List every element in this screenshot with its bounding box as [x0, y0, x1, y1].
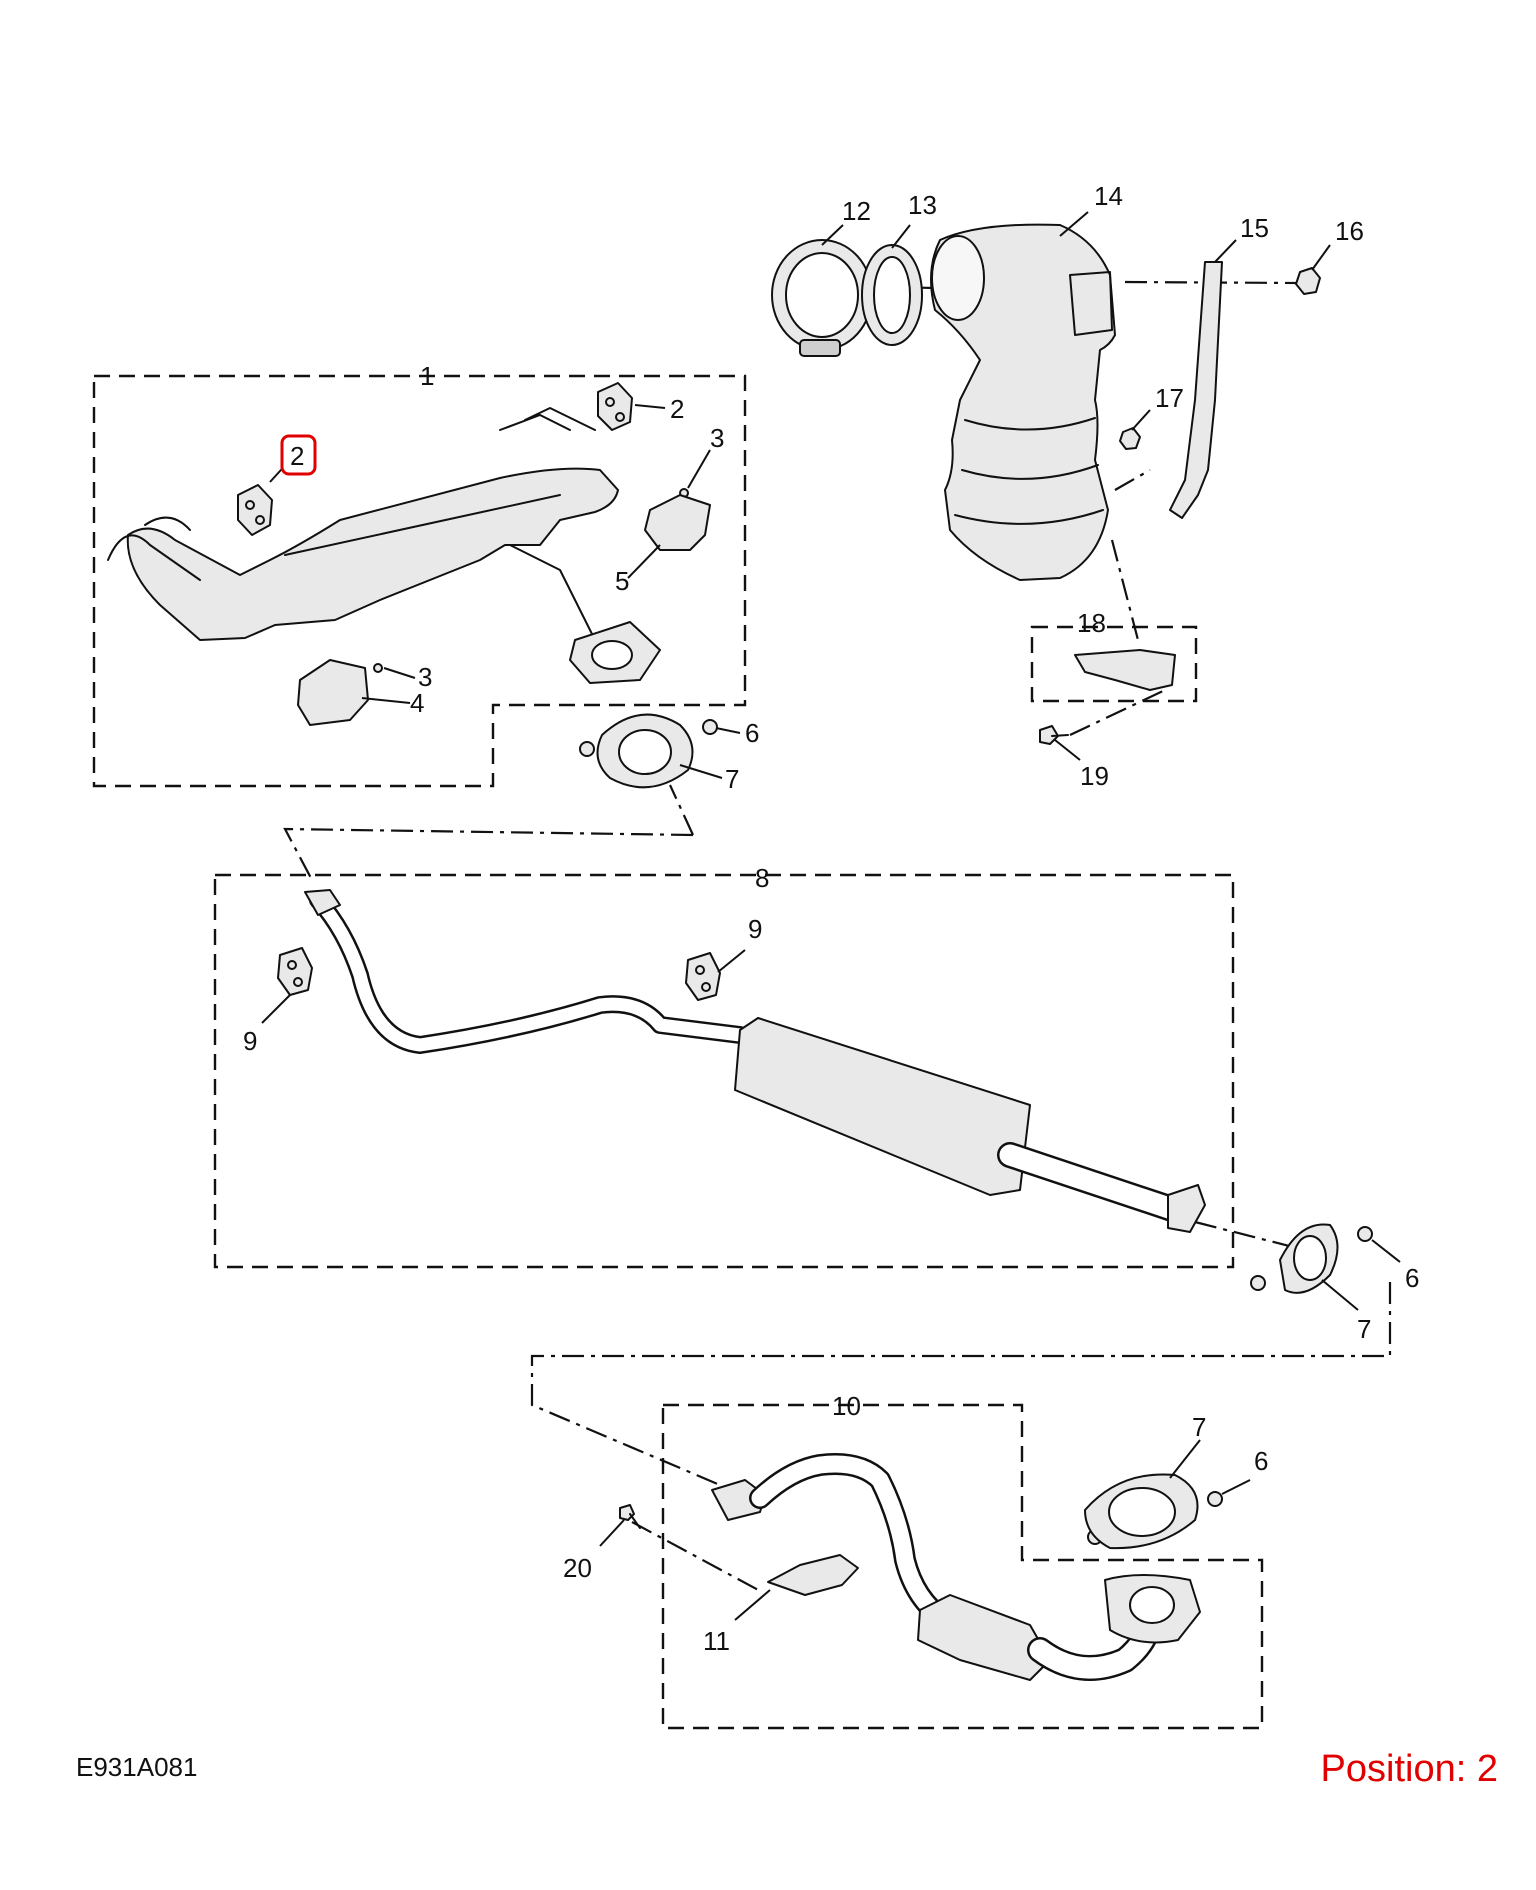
nut-6-d	[1250, 1275, 1266, 1291]
bolt-19	[1039, 725, 1069, 745]
group-box-bracket	[1030, 625, 1198, 703]
callout-12: 12	[842, 196, 871, 226]
rubber-mount-2-left	[237, 484, 273, 536]
callout-2-highlighted[interactable]: 2	[290, 441, 304, 471]
position-label: Position: 2	[1320, 1748, 1498, 1790]
callout-8: 8	[755, 863, 769, 893]
group-box-front-pipe	[661, 1403, 1264, 1730]
nut-6-a	[579, 741, 595, 757]
callout-4: 4	[410, 688, 424, 718]
callout-20: 20	[563, 1553, 592, 1583]
connection-line-bracket	[1069, 469, 1166, 736]
rear-muffler-1	[107, 407, 661, 684]
gasket-7-c	[1084, 1473, 1199, 1550]
leader-lines	[261, 211, 1401, 1621]
callout-6-b: 6	[1405, 1263, 1419, 1293]
callout-9-left: 9	[243, 1026, 257, 1056]
bolt-20	[619, 1504, 641, 1529]
nut-16	[1295, 267, 1321, 295]
rubber-mount-2-right	[597, 382, 633, 431]
support-bracket-15	[1169, 261, 1223, 519]
connection-line-pipe-to-front	[530, 1282, 1392, 1487]
connection-line-bolt-20	[631, 1521, 763, 1593]
callout-5: 5	[615, 566, 629, 596]
mounting-bracket-18	[1074, 649, 1176, 691]
callout-14: 14	[1094, 181, 1123, 211]
callout-11: 11	[703, 1626, 730, 1656]
intermediate-pipe-8	[304, 889, 1206, 1233]
group-box-rear-muffler	[92, 374, 747, 788]
nut-6-b	[702, 719, 718, 735]
connection-line-muffler-to-pipe	[283, 784, 694, 881]
callout-2: 2	[670, 394, 684, 424]
clamp-12	[771, 239, 873, 357]
nut-6-c	[1357, 1226, 1373, 1242]
screw-3-lower	[373, 663, 383, 673]
nut-6-e	[1207, 1491, 1223, 1507]
callout-3-lower: 3	[418, 662, 432, 692]
callout-7-c: 7	[1192, 1412, 1206, 1442]
front-pipe-10	[711, 1453, 1201, 1681]
valve-actuator-5	[644, 494, 711, 551]
gasket-13	[861, 244, 923, 346]
connection-line-flange	[1194, 1220, 1306, 1252]
catalytic-converter-14	[930, 223, 1116, 581]
callout-16: 16	[1335, 216, 1364, 246]
callout-7-a: 7	[725, 764, 739, 794]
highlight-box-2	[280, 434, 317, 476]
rubber-mount-9-left	[277, 947, 313, 996]
callout-6-a: 6	[745, 718, 759, 748]
callout-9-right: 9	[748, 914, 762, 944]
bracket-11	[767, 1554, 859, 1596]
callout-7-b: 7	[1357, 1314, 1371, 1344]
group-box-intermediate-pipe	[213, 873, 1235, 1269]
callout-18: 18	[1077, 608, 1106, 638]
callout-15: 15	[1240, 213, 1269, 243]
callout-6-c: 6	[1254, 1446, 1268, 1476]
callout-10: 10	[832, 1391, 861, 1421]
gasket-7-a	[596, 713, 694, 789]
gasket-7-b	[1279, 1223, 1339, 1294]
callout-17: 17	[1155, 383, 1184, 413]
nut-17	[1119, 427, 1141, 450]
valve-actuator-4	[297, 659, 369, 726]
callout-13: 13	[908, 190, 937, 220]
rubber-mount-9-right	[685, 952, 721, 1001]
callout-19: 19	[1080, 761, 1109, 791]
callout-1: 1	[420, 361, 434, 391]
callout-3-upper: 3	[710, 423, 724, 453]
diagram-code: E931A081	[76, 1752, 198, 1782]
